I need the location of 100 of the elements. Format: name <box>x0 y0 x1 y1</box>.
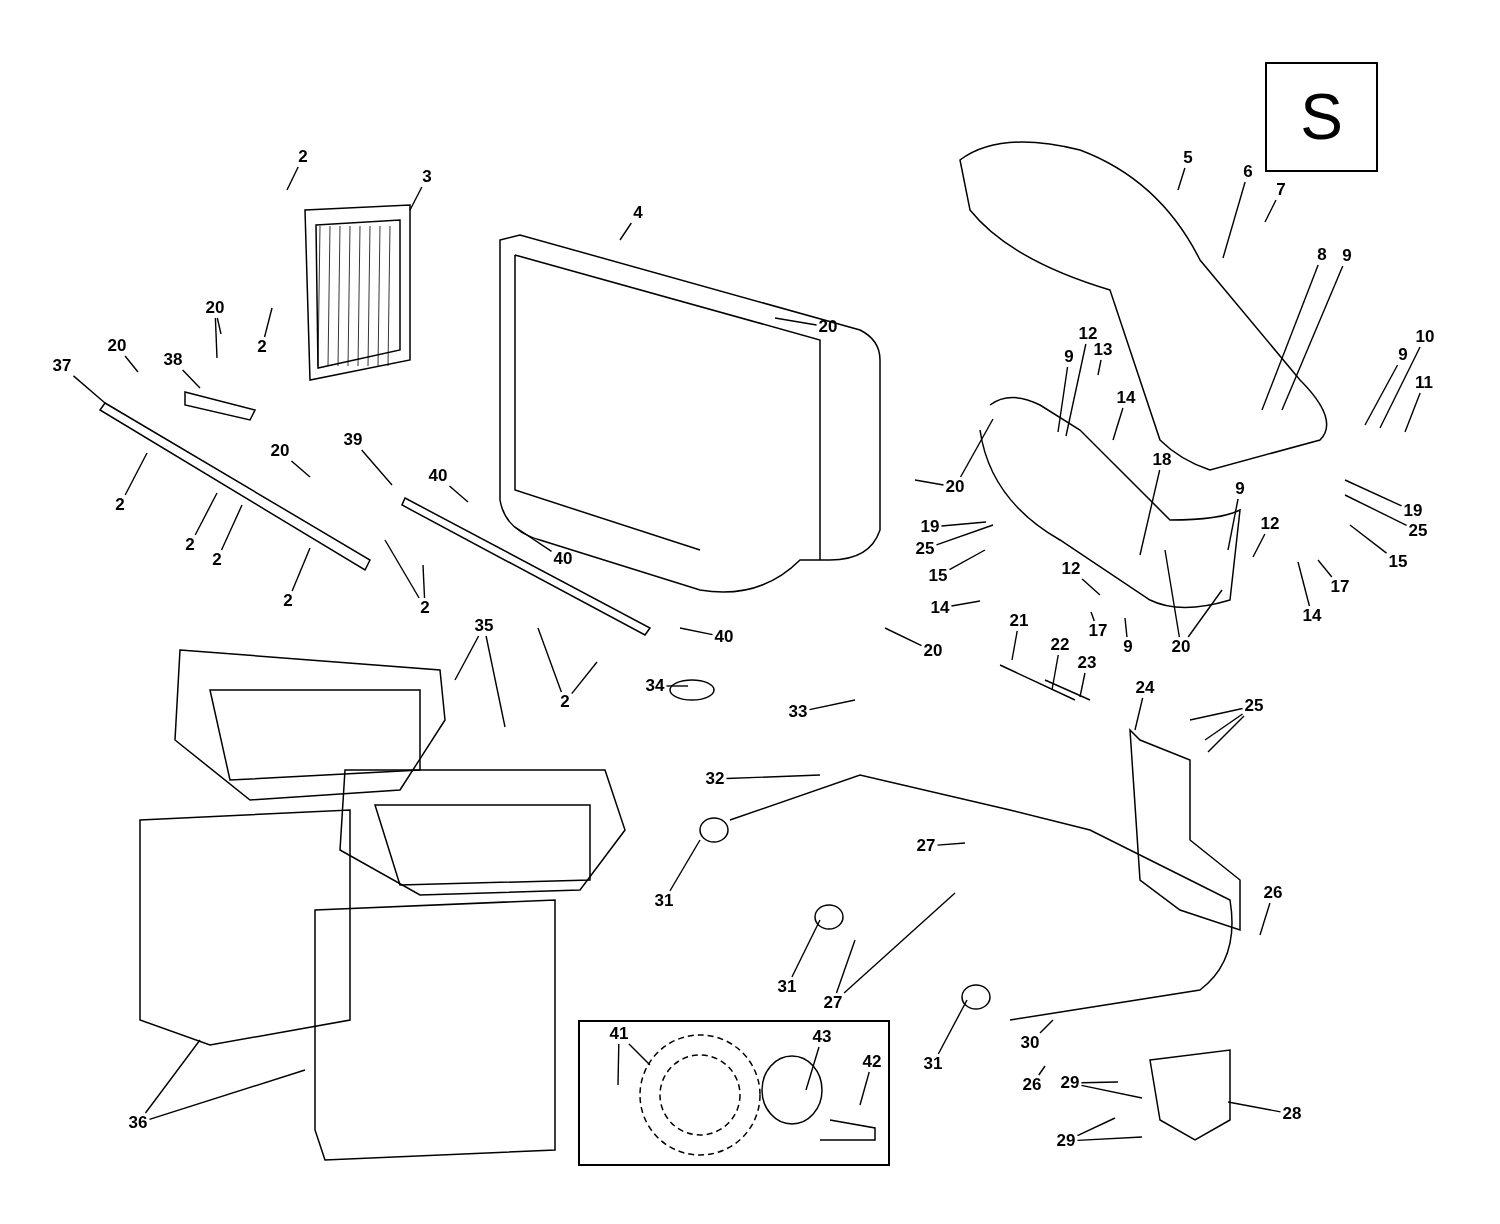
callout-number: 27 <box>822 994 844 1012</box>
callout-number: 3 <box>421 168 433 186</box>
callout-number: 9 <box>1234 480 1246 498</box>
leader-line <box>409 186 423 211</box>
leader-line <box>1187 589 1223 638</box>
callout-number: 5 <box>1182 149 1194 167</box>
leader-line <box>286 166 299 191</box>
callout-number: 20 <box>944 478 966 496</box>
leader-line <box>1317 559 1333 578</box>
leader-line <box>619 222 633 241</box>
leader-line <box>914 479 945 486</box>
callout-number: 21 <box>1008 612 1030 630</box>
leader-line <box>859 1071 870 1106</box>
callout-number: 11 <box>1414 374 1434 392</box>
callout-number: 24 <box>1134 679 1156 697</box>
callout-number: 23 <box>1076 654 1098 672</box>
leader-line <box>181 369 201 389</box>
leader-line <box>774 317 818 326</box>
leader-line <box>1349 524 1388 554</box>
leader-line <box>1164 549 1181 638</box>
callout-number: 2 <box>419 599 431 617</box>
callout-number: 17 <box>1329 578 1351 596</box>
callout-number: 12 <box>1060 560 1082 578</box>
leader-line <box>791 919 821 978</box>
callout-number: 14 <box>929 599 951 617</box>
leader-line <box>1079 672 1086 698</box>
leader-line <box>1080 1081 1119 1084</box>
callout-number: 31 <box>922 1055 944 1073</box>
leader-line <box>1281 265 1344 411</box>
callout-number: 38 <box>162 351 184 369</box>
callout-number: 31 <box>776 978 798 996</box>
leader-line <box>936 842 966 846</box>
leader-line <box>1344 479 1403 507</box>
leader-line <box>485 635 506 728</box>
callout-number: 2 <box>184 536 196 554</box>
leader-line <box>1207 715 1245 753</box>
leader-line <box>1204 713 1244 741</box>
leader-line <box>1065 343 1087 437</box>
leader-line <box>263 307 273 338</box>
callout-number: 18 <box>1151 451 1173 469</box>
callout-number: 27 <box>915 837 937 855</box>
callout-number: 12 <box>1077 325 1099 343</box>
callout-number: 2 <box>297 148 309 166</box>
leader-line <box>72 375 106 404</box>
callout-number: 40 <box>552 550 574 568</box>
callout-number: 14 <box>1301 607 1323 625</box>
leader-line <box>665 685 689 687</box>
callout-number: 9 <box>1397 346 1409 364</box>
callout-number: 25 <box>1407 522 1429 540</box>
leader-line <box>1261 264 1319 411</box>
callout-number: 28 <box>1281 1105 1303 1123</box>
callout-number: 37 <box>51 357 73 375</box>
callout-number: 29 <box>1055 1132 1077 1150</box>
leader-line <box>148 1069 306 1121</box>
callout-number: 34 <box>644 677 666 695</box>
callout-number: 30 <box>1019 1034 1041 1052</box>
leader-line <box>514 526 553 553</box>
callout-number: 9 <box>1122 638 1134 656</box>
leader-line <box>1134 697 1144 731</box>
leader-line <box>1124 617 1128 638</box>
leader-line <box>940 521 987 527</box>
callout-number: 41 <box>608 1025 630 1043</box>
callout-number: 33 <box>787 703 809 721</box>
leader-line <box>1097 359 1102 376</box>
callout-number: 26 <box>1021 1076 1043 1094</box>
leader-line <box>422 564 426 599</box>
leader-line <box>1264 199 1277 223</box>
callout-number: 2 <box>114 496 126 514</box>
leader-line <box>679 627 714 636</box>
leader-line <box>1227 1101 1282 1113</box>
callout-number: 25 <box>914 540 936 558</box>
leader-line <box>290 460 311 478</box>
leader-line <box>1081 578 1101 596</box>
callout-number: 20 <box>817 318 839 336</box>
callout-number: 36 <box>127 1114 149 1132</box>
callout-number: 22 <box>1049 636 1071 654</box>
leader-line <box>216 317 222 335</box>
callout-number: 32 <box>704 770 726 788</box>
leader-line <box>669 839 701 892</box>
callout-number: 20 <box>922 642 944 660</box>
leader-line <box>1379 346 1421 429</box>
callout-number: 15 <box>927 567 949 585</box>
leader-line <box>1139 469 1161 556</box>
leader-line <box>144 1039 201 1114</box>
leader-line <box>1404 392 1421 433</box>
callout-number: 20 <box>1170 638 1192 656</box>
callout-number: 20 <box>106 337 128 355</box>
leader-line <box>1090 611 1095 622</box>
callout-number: 19 <box>1402 502 1424 520</box>
leader-line <box>628 1043 651 1066</box>
leader-line <box>454 635 480 681</box>
leader-line <box>1076 1117 1116 1137</box>
callout-number: 14 <box>1115 389 1137 407</box>
callout-number: 2 <box>282 592 294 610</box>
leader-line <box>291 547 311 592</box>
callout-number: 15 <box>1387 553 1409 571</box>
leader-line <box>124 355 139 373</box>
callout-number: 40 <box>427 467 449 485</box>
leader-line <box>360 449 393 486</box>
callout-number: 40 <box>713 628 735 646</box>
